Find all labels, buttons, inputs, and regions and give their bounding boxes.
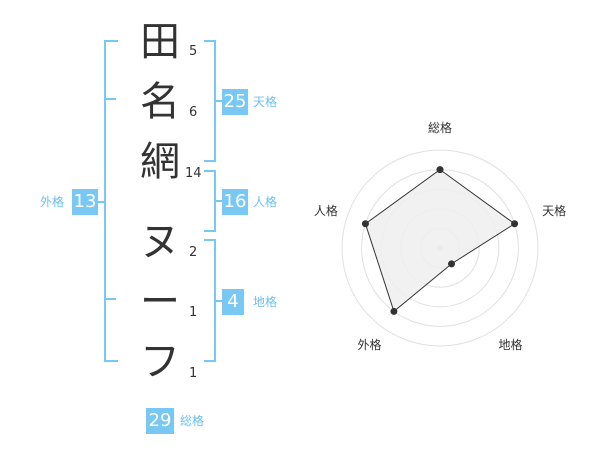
- gaikaku-bracket: [104, 40, 118, 362]
- name-char-6: フ: [140, 339, 180, 385]
- name-char-3: 網: [140, 139, 180, 185]
- gaikaku-label: 外格: [40, 195, 65, 209]
- radar-area: [364, 168, 516, 313]
- stroke-count-5: 1: [189, 305, 198, 320]
- stroke-count-1: 5: [189, 44, 198, 59]
- soukaku-label: 総格: [180, 414, 205, 428]
- soukaku-badge: 29: [146, 408, 174, 434]
- jinkaku-label: 人格: [253, 195, 278, 209]
- jinkaku-bracket: [204, 170, 216, 232]
- tenkaku-connector: [216, 100, 222, 102]
- jinkaku-badge: 16: [222, 189, 248, 215]
- radar-point-1: [436, 166, 444, 174]
- tenkaku-badge: 25: [222, 89, 248, 115]
- stroke-count-4: 2: [189, 245, 198, 260]
- radar-ring-1: [419, 227, 461, 269]
- gaikaku-connector: [98, 201, 104, 203]
- radar-point-3: [448, 260, 456, 268]
- jinkaku-connector: [216, 200, 222, 202]
- gaikaku-badge: 13: [72, 189, 98, 215]
- gaikaku-bracket-tick-bottom: [104, 298, 116, 300]
- chikaku-badge: 4: [222, 289, 244, 315]
- radar-point-4: [390, 307, 398, 315]
- radar-axis-label-1: 総格: [428, 120, 452, 135]
- radar-axis-label-2: 天格: [542, 203, 566, 218]
- chikaku-connector: [216, 300, 222, 302]
- radar-point-2: [511, 220, 519, 228]
- name-char-1: 田: [140, 19, 180, 65]
- radar-axis-label-3: 地格: [499, 337, 523, 352]
- radar-center: [437, 245, 443, 251]
- radar-ring-2: [400, 208, 480, 288]
- radar-axis-label-5: 人格: [314, 203, 338, 218]
- tenkaku-bracket: [204, 40, 216, 162]
- radar-point-5: [361, 220, 369, 228]
- radar-ring-4: [361, 169, 519, 327]
- gaikaku-bracket-tick-top: [104, 98, 116, 100]
- name-char-5: ー: [140, 279, 180, 325]
- stroke-count-3: 14: [185, 166, 202, 181]
- name-char-2: 名: [140, 79, 180, 125]
- chikaku-label: 地格: [253, 295, 278, 309]
- stroke-count-2: 6: [189, 105, 198, 120]
- radar-ring-3: [380, 188, 500, 308]
- tenkaku-label: 天格: [253, 95, 278, 109]
- radar-ring-5: [341, 149, 539, 347]
- radar-axis-label-4: 外格: [357, 337, 381, 352]
- stroke-count-6: 1: [189, 366, 198, 381]
- chikaku-bracket: [204, 239, 216, 362]
- name-char-4: ヌ: [140, 219, 180, 265]
